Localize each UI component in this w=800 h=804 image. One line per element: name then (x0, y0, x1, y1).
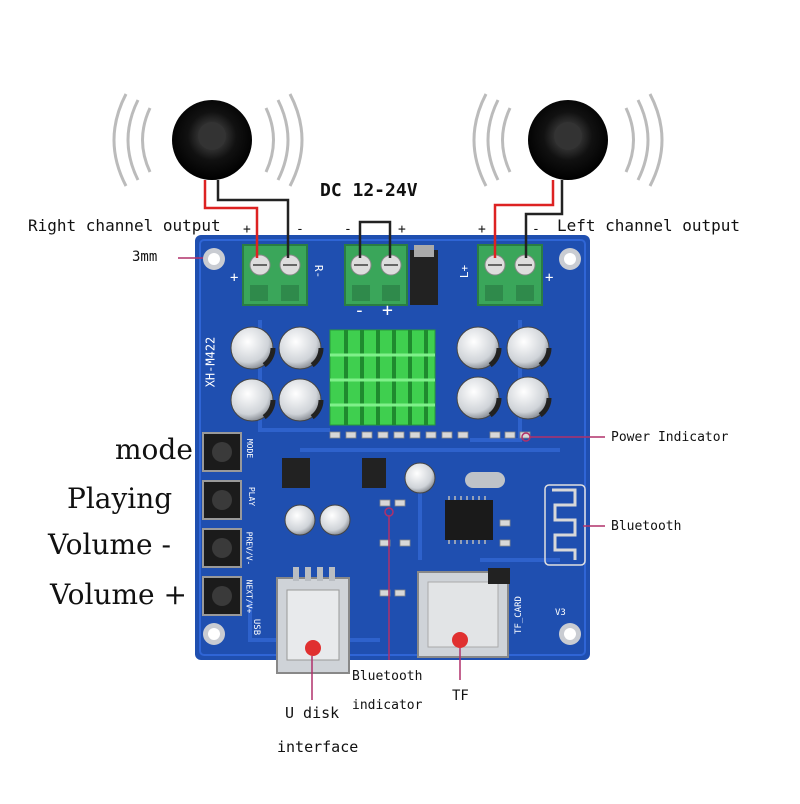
capacitors (228, 324, 552, 536)
tf-label: TF (452, 688, 469, 704)
power-input-label: DC 12-24V (320, 180, 418, 201)
usb-label-1: U disk (285, 704, 340, 722)
silk-prev: PREV/V- (244, 531, 254, 566)
tf-callout-dot (452, 632, 468, 648)
speaker-wires (203, 180, 564, 258)
power-terminal (344, 244, 408, 306)
silk-usb: USB (251, 618, 262, 636)
tactile-buttons (202, 432, 242, 616)
bluetooth-area-outline (544, 484, 586, 566)
silk-mode: MODE (245, 438, 255, 459)
regulator-1 (282, 458, 310, 488)
left-speaker (472, 93, 664, 187)
silk-play: PLAY (247, 486, 257, 507)
silk-left-mark: L+ (458, 264, 472, 279)
silk-version: V3 (555, 608, 566, 618)
right-plus: + (243, 222, 251, 237)
diode-tab (414, 245, 434, 257)
bt-indicator-marker (384, 507, 394, 517)
usb-label-2: interface (277, 738, 359, 756)
playing-label: Playing (67, 482, 173, 515)
usb-port (276, 567, 350, 674)
silk-next: NEXT/V+ (244, 579, 254, 614)
left-speaker-cap (554, 122, 582, 150)
tf-card-slot (417, 568, 510, 658)
board-plus: + (382, 300, 393, 321)
power-plus: + (398, 222, 406, 237)
left-plus: + (478, 222, 486, 237)
power-indicator-marker (521, 432, 531, 442)
usb-callout-dot (305, 640, 321, 656)
right-channel-label: Right channel output (28, 216, 221, 235)
mount-holes (203, 248, 581, 645)
board-right-plus: + (230, 270, 239, 286)
right-speaker (112, 93, 304, 187)
power-minus: - (344, 222, 352, 237)
regulator-2 (362, 458, 386, 488)
silk-tf-card: TF_CARD (513, 596, 524, 634)
mount-hole-label: 3mm (132, 249, 158, 265)
bluetooth-indicator-label-1: Bluetooth (352, 669, 423, 684)
volume-up-label: Volume + (50, 578, 187, 611)
mode-label: mode (115, 433, 193, 466)
board-minus: - (354, 300, 365, 321)
board-model: XH-M422 (203, 336, 218, 388)
silk-right-mark: R- (312, 264, 326, 279)
callout-lines (178, 257, 605, 700)
bluetooth-label: Bluetooth (611, 519, 682, 534)
right-speaker-cap (198, 122, 226, 150)
left-minus: - (532, 222, 540, 237)
smd-components (329, 431, 531, 597)
board-left-plus: + (545, 270, 554, 286)
main-chip-pins (448, 496, 486, 544)
heatsink (329, 329, 436, 426)
main-chip (445, 500, 493, 540)
power-indicator-label: Power Indicator (611, 430, 729, 445)
left-channel-label: Left channel output (557, 216, 741, 235)
bluetooth-antenna (552, 488, 577, 560)
diode-component (410, 250, 438, 305)
crystal (465, 472, 505, 488)
right-minus: - (296, 222, 304, 237)
volume-down-label: Volume - (48, 528, 171, 561)
pcb-edge (199, 239, 586, 656)
bluetooth-indicator-label-2: indicator (352, 698, 423, 713)
right-terminal (242, 244, 308, 306)
left-terminal (477, 244, 543, 306)
